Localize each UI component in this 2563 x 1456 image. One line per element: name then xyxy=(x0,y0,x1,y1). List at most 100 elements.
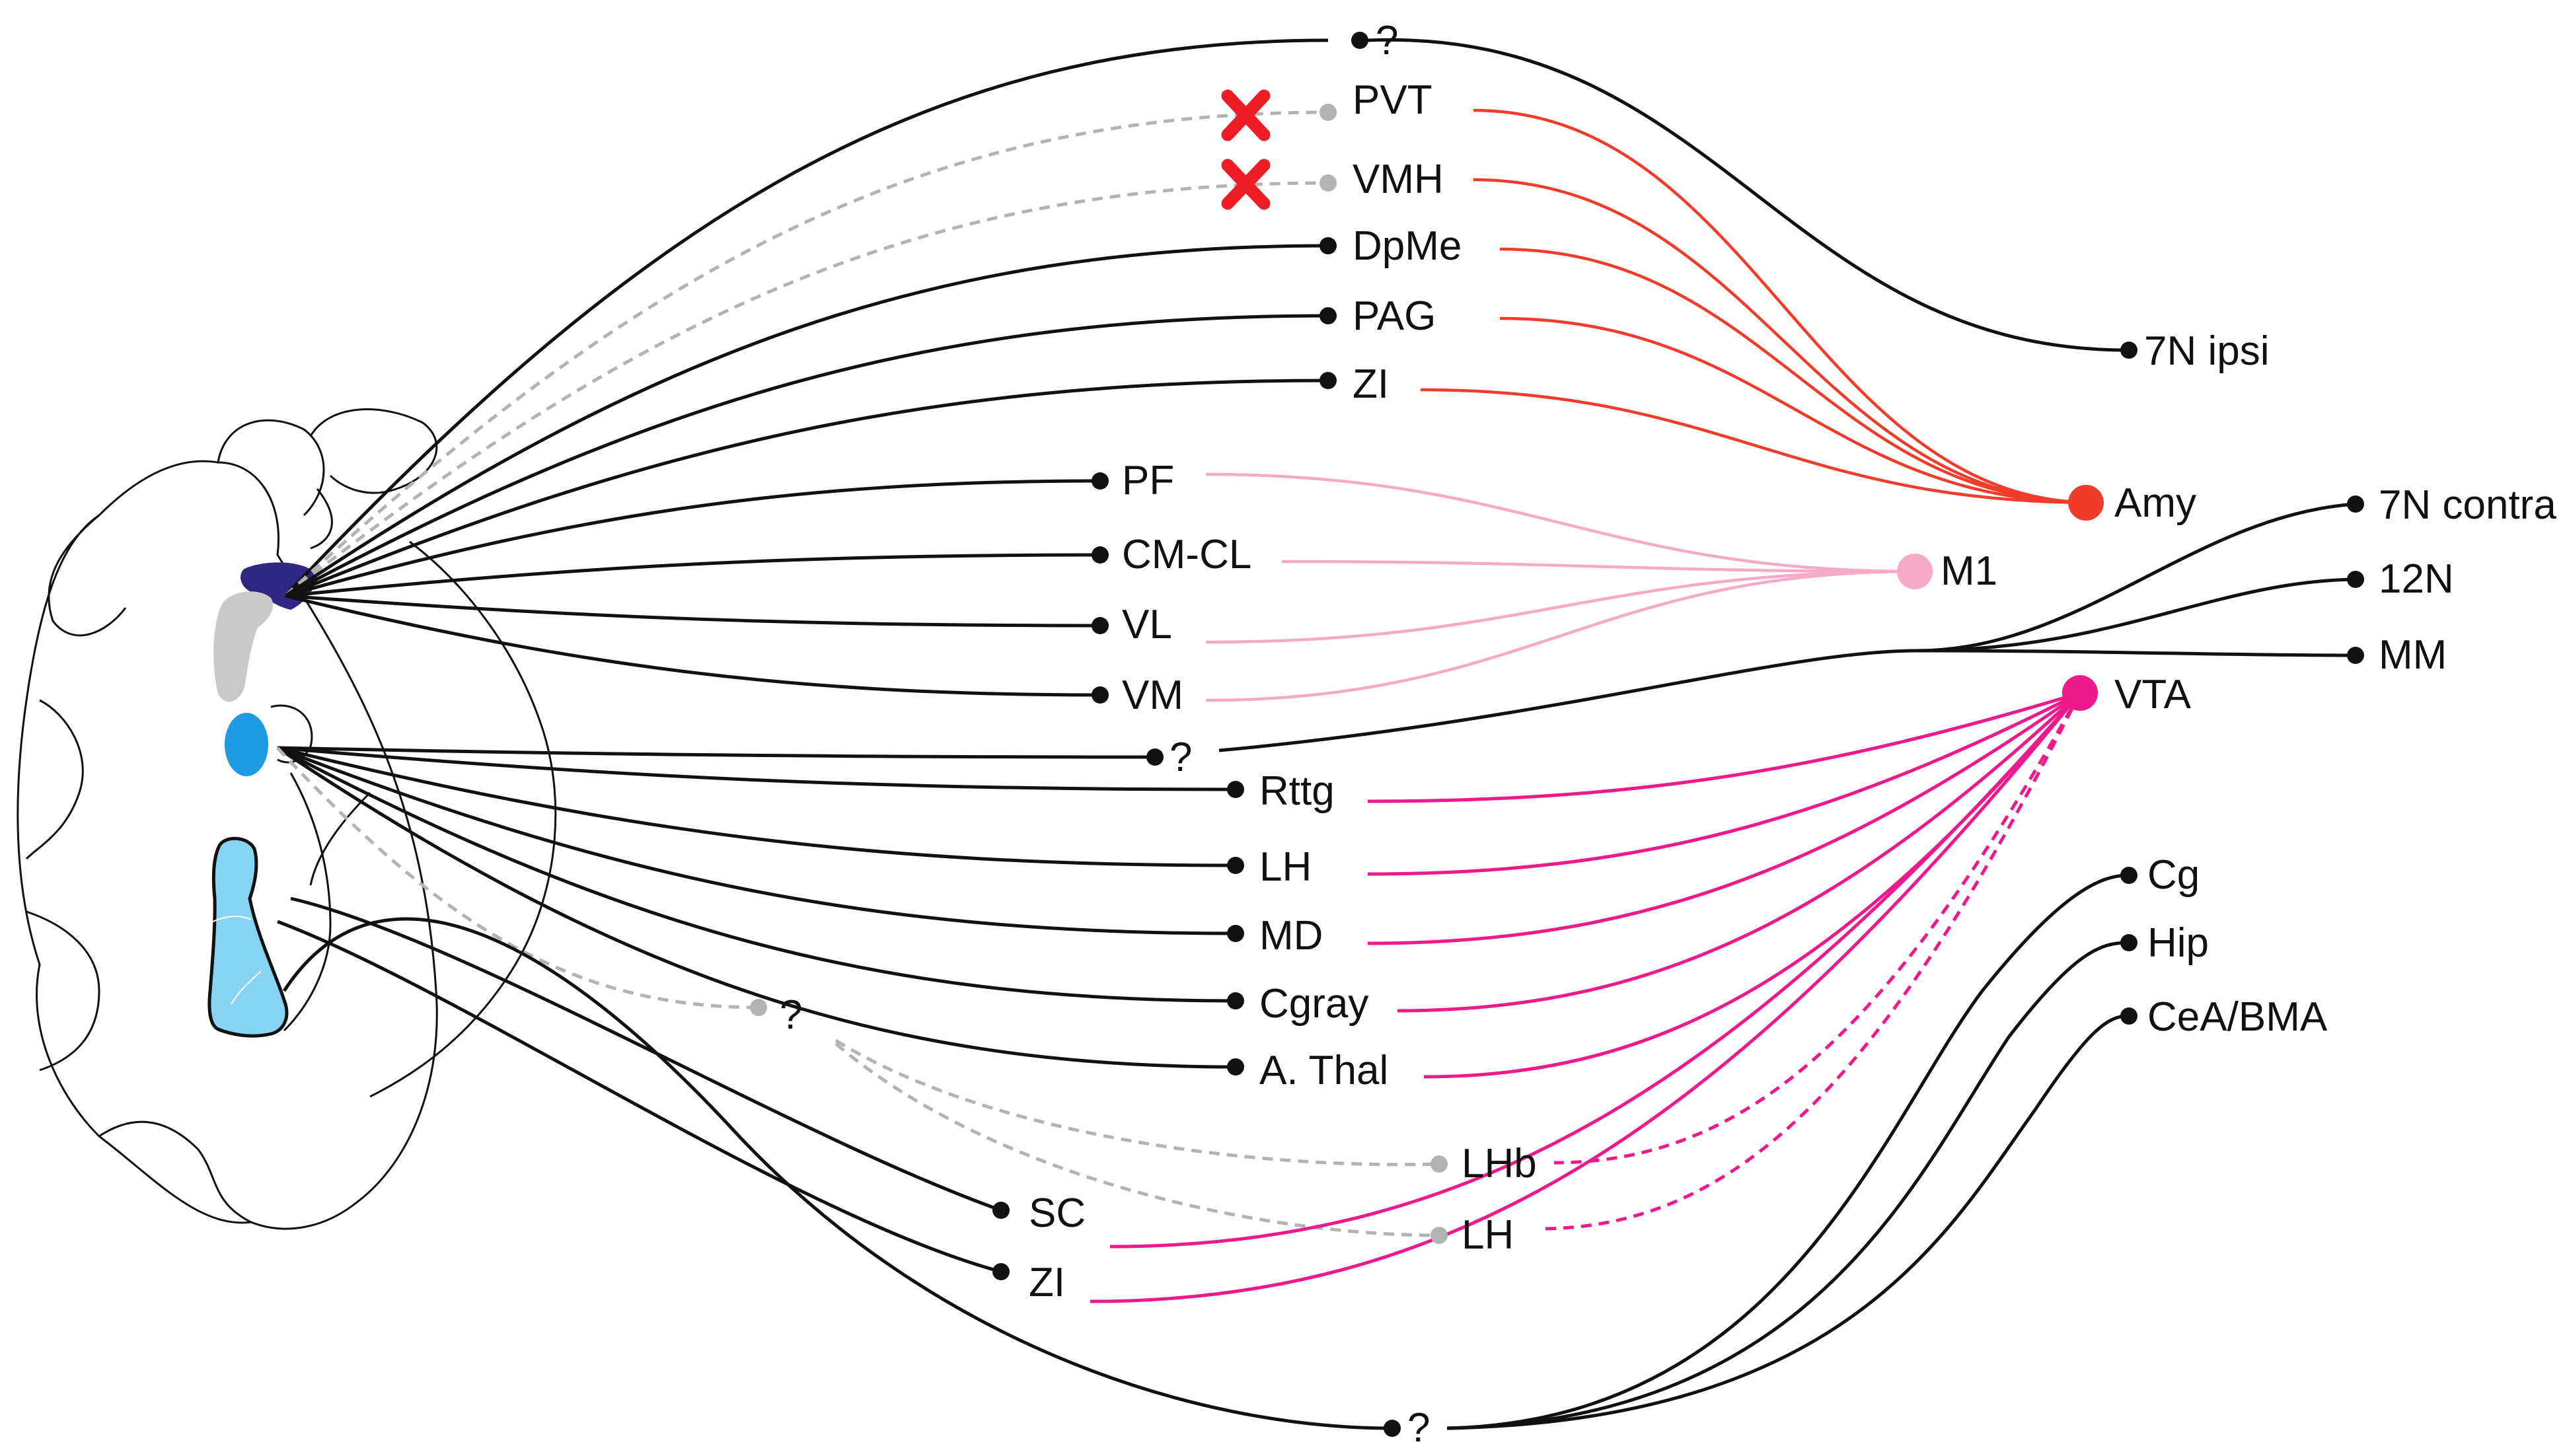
dot-zi-top xyxy=(1319,372,1337,389)
edge-unknown-to-lhb xyxy=(835,1038,1440,1167)
label-pag: PAG xyxy=(1353,293,1436,339)
dot-lh-mid xyxy=(1227,857,1244,874)
label-zi-low: ZI xyxy=(1029,1260,1065,1305)
dot-pvt xyxy=(1319,104,1337,121)
label-a-thal: A. Thal xyxy=(1259,1048,1388,1093)
label-lh-low: LH xyxy=(1462,1212,1514,1258)
dot-12n xyxy=(2347,571,2364,588)
region-light-blue-line xyxy=(231,970,262,1005)
label-cg: Cg xyxy=(2147,852,2200,898)
edge-pink-to-m1 xyxy=(1281,560,1915,573)
label-mm: MM xyxy=(2379,632,2447,678)
label-sc: SC xyxy=(1029,1190,1086,1236)
edge-magenta-to-vta xyxy=(1109,692,2081,1249)
dot-vm xyxy=(1092,686,1109,704)
dot-hip xyxy=(2120,934,2137,951)
label-amy: Amy xyxy=(2114,480,2196,526)
dot-rttg xyxy=(1227,781,1244,798)
edge-red-to-amy xyxy=(1473,108,2095,505)
label-vl: VL xyxy=(1122,602,1172,647)
dot-lh-low xyxy=(1430,1227,1448,1244)
edge-to-cea-bma xyxy=(1446,1014,2128,1430)
edge-magenta-to-vta xyxy=(1367,691,2081,945)
edge-to-pvt xyxy=(284,110,1329,597)
dot-cea-bma xyxy=(2120,1007,2137,1025)
edge-pink-to-m1 xyxy=(1205,569,1915,644)
dot-vmh xyxy=(1319,174,1337,192)
dot-7n-contra xyxy=(2347,495,2364,513)
edge-magenta-to-vta xyxy=(1367,691,2081,876)
label-cgray: Cgray xyxy=(1259,981,1368,1027)
label-rttg: Rttg xyxy=(1259,768,1335,814)
label-zi-top: ZI xyxy=(1353,361,1389,407)
label-lhb: LHb xyxy=(1462,1141,1537,1186)
label-vmh: VMH xyxy=(1353,157,1444,202)
edge-to-unknown-top xyxy=(284,38,1329,597)
dot-cgray xyxy=(1227,992,1244,1009)
dot-md xyxy=(1227,925,1244,942)
edge-magenta-to-vta xyxy=(1397,692,2081,1013)
dot-amy xyxy=(2068,485,2104,521)
label-pvt: PVT xyxy=(1353,77,1432,123)
dot-m1 xyxy=(1897,554,1933,589)
region-blue xyxy=(225,713,268,776)
dot-unknown-bottom xyxy=(1384,1420,1401,1437)
edge-to-lh-mid xyxy=(277,746,1236,867)
edge-to-vl xyxy=(285,594,1101,628)
dot-cg xyxy=(2120,867,2137,884)
dot-pag xyxy=(1319,307,1337,324)
edge-to-vmh xyxy=(284,181,1329,597)
edge-to-cgray xyxy=(276,746,1236,1003)
blocked-cross-icon xyxy=(1221,89,1271,141)
edge-magenta-dashed-to-vta xyxy=(1539,692,2082,1231)
edge-to-12n xyxy=(1915,577,2356,653)
dot-zi-low xyxy=(992,1263,1010,1280)
edge-to-a-thal xyxy=(276,746,1236,1069)
label-12n: 12N xyxy=(2379,556,2454,602)
edge-to-zi-top xyxy=(285,379,1329,598)
label-dpme: DpMe xyxy=(1353,223,1462,269)
label-vta: VTA xyxy=(2114,672,2192,717)
dot-pf xyxy=(1092,472,1109,490)
region-light-blue xyxy=(207,836,289,1038)
edge-red-to-amy xyxy=(1473,178,2095,505)
edge-to-hip xyxy=(1446,941,2128,1430)
dot-lhb xyxy=(1430,1155,1448,1173)
blocked-cross-icon xyxy=(1221,159,1271,210)
edge-to-zi-low xyxy=(277,920,1002,1274)
dot-vta xyxy=(2062,675,2098,711)
edge-to-rttg xyxy=(277,746,1236,791)
edge-to-mm xyxy=(1915,649,2356,657)
edge-red-to-amy xyxy=(1499,316,2095,505)
label-unknown-top: ? xyxy=(1376,18,1398,63)
label-pf: PF xyxy=(1122,458,1174,503)
dot-unknown-gray xyxy=(750,999,767,1016)
region-light-gray xyxy=(213,591,274,702)
edge-to-sc xyxy=(290,896,1002,1212)
edge-to-cg xyxy=(1446,873,2128,1430)
edge-unknown-to-7n-ipsi xyxy=(1367,38,2128,352)
label-cm-cl: CM-CL xyxy=(1122,532,1251,577)
label-lh-mid: LH xyxy=(1259,844,1312,890)
connection-lines xyxy=(276,38,2356,1430)
dot-dpme xyxy=(1319,237,1337,254)
label-m1: M1 xyxy=(1941,548,1997,594)
label-unknown-gray: ? xyxy=(780,992,802,1038)
edge-red-to-amy xyxy=(1420,388,2095,505)
edge-to-cm-cl xyxy=(285,553,1101,598)
edge-to-dpme xyxy=(284,244,1329,598)
edge-to-pag xyxy=(284,314,1329,598)
dot-a-thal xyxy=(1227,1058,1244,1075)
label-7n-contra: 7N contra xyxy=(2379,482,2556,528)
label-hip: Hip xyxy=(2147,920,2209,966)
label-unknown-mid: ? xyxy=(1170,735,1192,780)
edge-to-md xyxy=(277,746,1236,935)
label-unknown-bottom: ? xyxy=(1407,1405,1430,1451)
dot-sc xyxy=(992,1202,1010,1219)
edge-to-vm xyxy=(285,594,1101,697)
label-cea-bma: CeA/BMA xyxy=(2147,994,2328,1040)
edge-to-7n-contra xyxy=(1218,502,2356,752)
edge-pink-to-m1 xyxy=(1205,569,1915,702)
edge-magenta-to-vta xyxy=(1367,691,2081,803)
